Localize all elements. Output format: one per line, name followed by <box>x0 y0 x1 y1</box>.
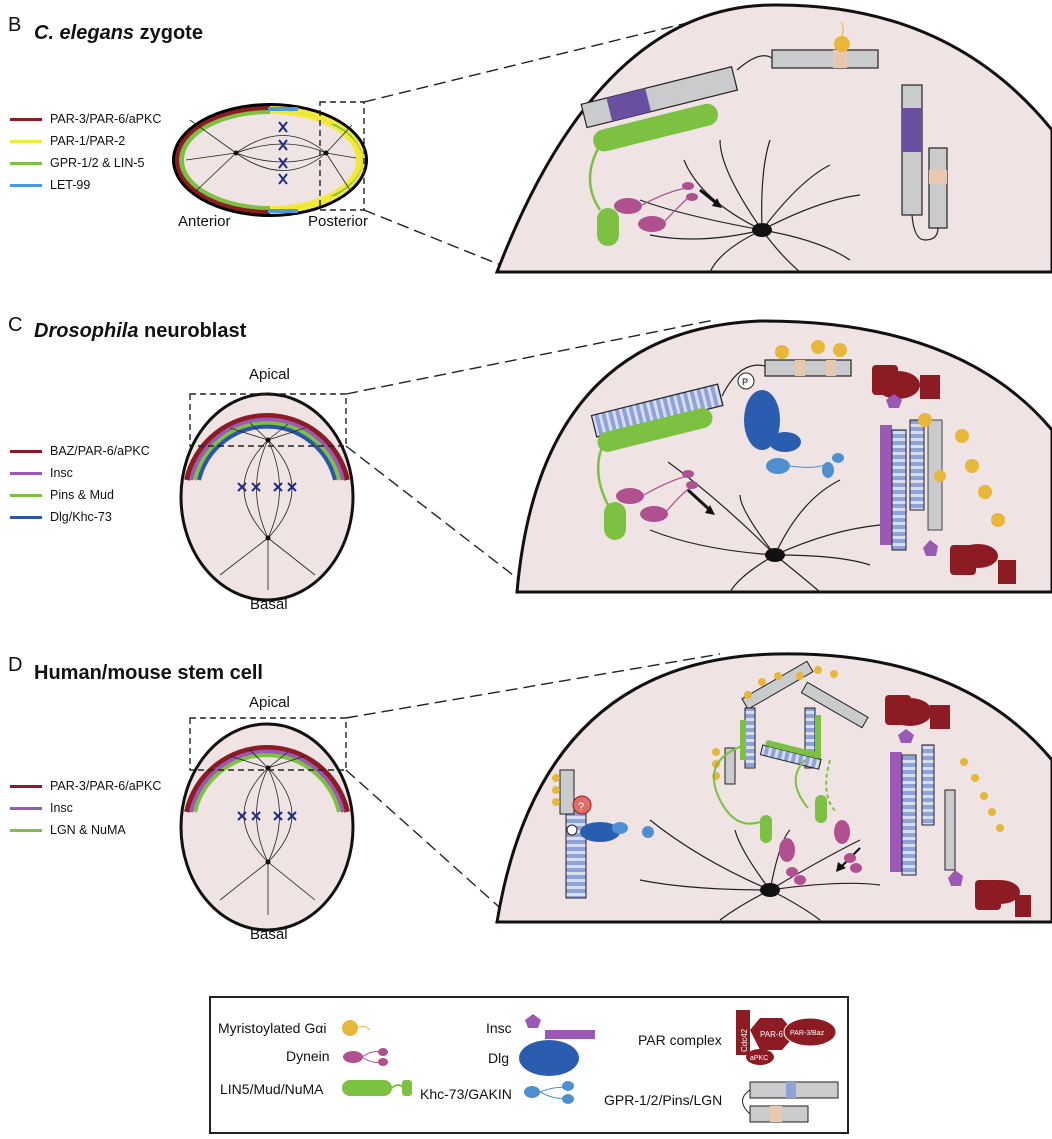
apical-label-c: Apical <box>249 366 290 383</box>
key-label-khc: Khc-73/GAKIN <box>420 1086 512 1102</box>
par-par3-label: PAR-3/Baz <box>790 1030 825 1037</box>
phospho-label: P <box>742 377 748 387</box>
question-label: ? <box>578 801 584 813</box>
legend-item: BAZ/PAR-6/aPKC <box>10 440 150 462</box>
zoom-lines-d <box>345 653 721 923</box>
legend-item: Insc <box>10 797 161 819</box>
key-label-dynein: Dynein <box>286 1048 330 1064</box>
key-label-insc: Insc <box>486 1020 512 1036</box>
legend-b: PAR-3/PAR-6/aPKC PAR-1/PAR-2 GPR-1/2 & L… <box>10 108 161 196</box>
zoom-c: P <box>515 319 1052 594</box>
par-apkc-label: aPKC <box>750 1055 768 1062</box>
anterior-label: Anterior <box>178 213 231 230</box>
panel-d-letter: D <box>8 654 23 676</box>
legend-item: Dlg/Khc-73 <box>10 506 150 528</box>
key-label-dlg: Dlg <box>488 1050 510 1066</box>
panel-d-title: Human/mouse stem cell <box>34 662 263 684</box>
panel-b-title-italic: C. elegans <box>34 22 135 44</box>
panel-c-title-italic: Drosophila <box>34 320 139 342</box>
panel-c-title-suffix: neuroblast <box>138 320 247 342</box>
neuroblast-cell <box>179 392 355 602</box>
zoom-lines-c <box>345 319 715 593</box>
legend-d: PAR-3/PAR-6/aPKC Insc LGN & NuMA <box>10 775 161 841</box>
par-par6-label: PAR-6 <box>760 1030 784 1039</box>
key-label-gpr: GPR-1/2/Pins/LGN <box>604 1092 723 1108</box>
panel-c-title: Drosophila neuroblast <box>34 320 246 343</box>
legend-item: PAR-3/PAR-6/aPKC <box>10 108 161 130</box>
key-icons: Cdc42 PAR-6 PAR-3/Baz aPKC <box>342 1010 839 1123</box>
legend-item: LET-99 <box>10 174 161 196</box>
panel-c-letter: C <box>8 314 23 336</box>
zoom-b <box>494 3 1052 274</box>
apical-label-d: Apical <box>249 694 290 711</box>
par-cdc42-label: Cdc42 <box>740 1028 749 1052</box>
legend-item: GPR-1/2 & LIN-5 <box>10 152 161 174</box>
legend-item: Pins & Mud <box>10 484 150 506</box>
key-label-par: PAR complex <box>638 1032 722 1048</box>
legend-item: PAR-3/PAR-6/aPKC <box>10 775 161 797</box>
key-label-lin5: LIN5/Mud/NuMA <box>220 1081 324 1097</box>
zoom-lines-b <box>363 9 741 273</box>
zygote-cell <box>172 101 368 217</box>
legend-c: BAZ/PAR-6/aPKC Insc Pins & Mud Dlg/Khc-7… <box>10 440 150 528</box>
legend-item: PAR-1/PAR-2 <box>10 130 161 152</box>
posterior-label: Posterior <box>308 213 369 230</box>
legend-item: LGN & NuMA <box>10 819 161 841</box>
legend-item: Insc <box>10 462 150 484</box>
panel-b-title: C. elegans zygote <box>34 22 203 45</box>
key-label-gai: Myristoylated Gαi <box>218 1020 327 1036</box>
panel-b-letter: B <box>8 14 22 36</box>
zoom-d: ? <box>495 652 1052 924</box>
stem-cell <box>179 717 355 932</box>
key-box <box>209 996 849 1134</box>
panel-b-title-suffix: zygote <box>134 22 203 44</box>
